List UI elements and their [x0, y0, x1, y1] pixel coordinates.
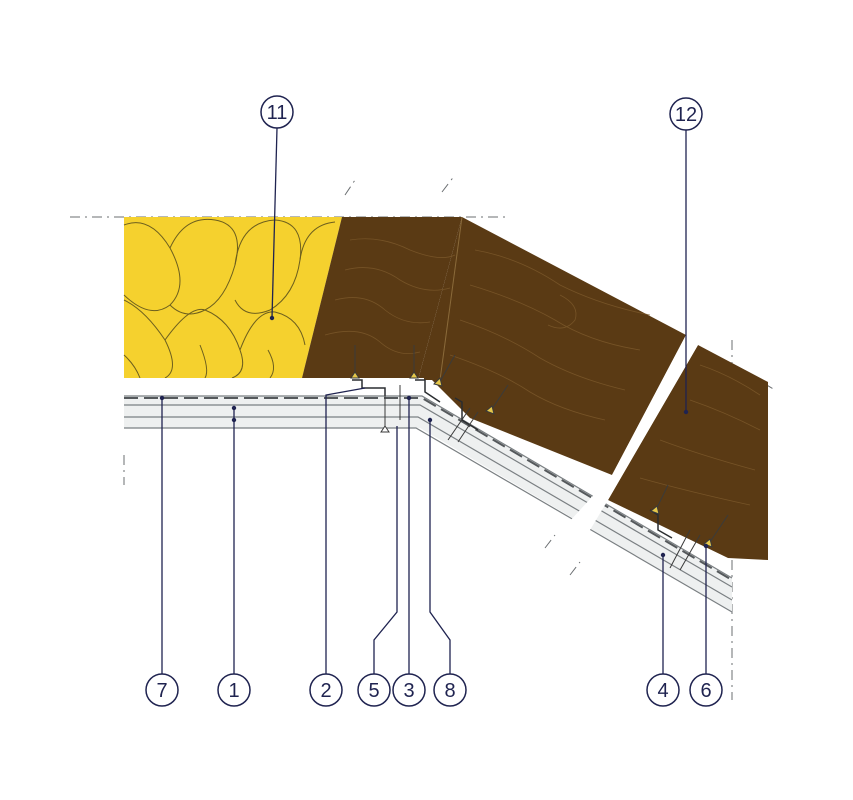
timber-joint-line	[439, 216, 463, 381]
callout-label: 5	[368, 680, 379, 702]
screw-icon	[650, 484, 669, 515]
callout-label: 2	[320, 680, 331, 702]
section-break-gap	[548, 335, 698, 560]
callout-label: 3	[403, 680, 414, 702]
callout-5: 5	[357, 673, 391, 707]
board-line-3	[124, 416, 733, 601]
screw-icon	[457, 411, 479, 443]
callout-12: 12	[669, 97, 703, 131]
board-line-1	[124, 395, 733, 579]
callout-6: 6	[689, 673, 723, 707]
screw-icon	[669, 529, 691, 569]
callout-label: 1	[228, 680, 239, 702]
callout-8: 8	[433, 673, 467, 707]
callout-label: 12	[675, 104, 697, 126]
screw-icon	[380, 395, 390, 433]
board-line-2	[124, 404, 733, 588]
leader-lines	[161, 127, 707, 674]
insulation-layer	[123, 217, 342, 379]
timber-grain-pattern	[324, 238, 761, 506]
timber-sloped-section-lower	[608, 345, 768, 560]
screw-icon	[433, 354, 456, 387]
insulation-fill	[124, 217, 342, 378]
callout-label: 4	[657, 680, 668, 702]
callout-label: 7	[156, 680, 167, 702]
screw-icon	[679, 534, 701, 571]
leader-dots	[159, 315, 709, 558]
screw-icon	[485, 384, 509, 415]
screw-icon	[350, 345, 360, 379]
screw-icon	[409, 345, 419, 379]
callout-label: 11	[267, 102, 288, 124]
callout-1: 1	[217, 673, 251, 707]
callout-label: 6	[700, 680, 711, 702]
board-layers	[124, 395, 733, 613]
screw-icon	[447, 407, 471, 441]
callout-7: 7	[145, 673, 179, 707]
screws	[350, 345, 729, 571]
air-gap-horizontal	[124, 378, 424, 396]
timber-horizontal-section	[302, 217, 462, 380]
callout-3: 3	[392, 673, 426, 707]
callout-label: 8	[444, 680, 455, 702]
callout-2: 2	[309, 673, 343, 707]
timber-sloped-section-upper	[418, 217, 686, 475]
callout-4: 4	[646, 673, 680, 707]
callout-11: 11	[260, 95, 294, 129]
board-line-4	[124, 427, 733, 613]
timber-layer	[302, 216, 768, 560]
insulation-wave-pattern	[123, 218, 336, 379]
